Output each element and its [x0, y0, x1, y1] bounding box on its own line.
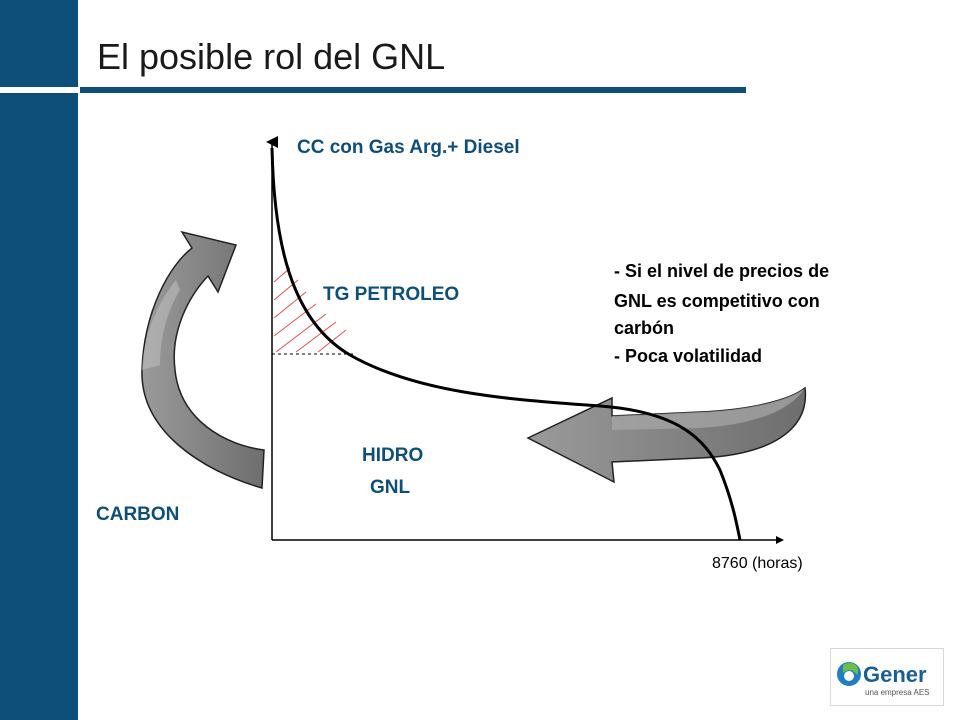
note-line-4: - Poca volatilidad — [614, 346, 762, 366]
gnl-curved-arrow — [526, 386, 807, 484]
note-line-3: carbón — [614, 318, 674, 338]
carbon-arrow-shadow — [142, 280, 180, 370]
note-line-2: GNL es competitivo con — [614, 291, 820, 311]
hidro-label: HIDRO — [362, 445, 423, 466]
gener-logo-mark: Gener una empresa AES — [837, 662, 929, 697]
gener-logo: Gener una empresa AES — [830, 648, 944, 706]
slide-title: El posible rol del GNL — [97, 36, 446, 77]
carbon-curved-arrow — [141, 230, 265, 489]
carbon-label: CARBON — [96, 504, 179, 525]
x-axis-label: 8760 (horas) — [712, 555, 803, 572]
logo-tagline: una empresa AES — [865, 688, 929, 697]
load-duration-curve — [270, 147, 742, 541]
note-line-1: - Si el nivel de precios de — [614, 261, 829, 281]
gnl-label: GNL — [370, 477, 411, 498]
gnl-arrow-highlight — [612, 388, 805, 430]
tg-petroleo-label: TG PETROLEO — [323, 284, 459, 305]
left-sidebar-band — [0, 0, 78, 720]
logo-name: Gener — [863, 662, 927, 687]
tg-hatch-region — [273, 267, 347, 353]
top-label: CC con Gas Arg.+ Diesel — [297, 137, 520, 158]
title-underline — [80, 87, 746, 93]
title-rule-gap — [0, 87, 78, 93]
x-axis-arrowhead — [776, 536, 784, 544]
